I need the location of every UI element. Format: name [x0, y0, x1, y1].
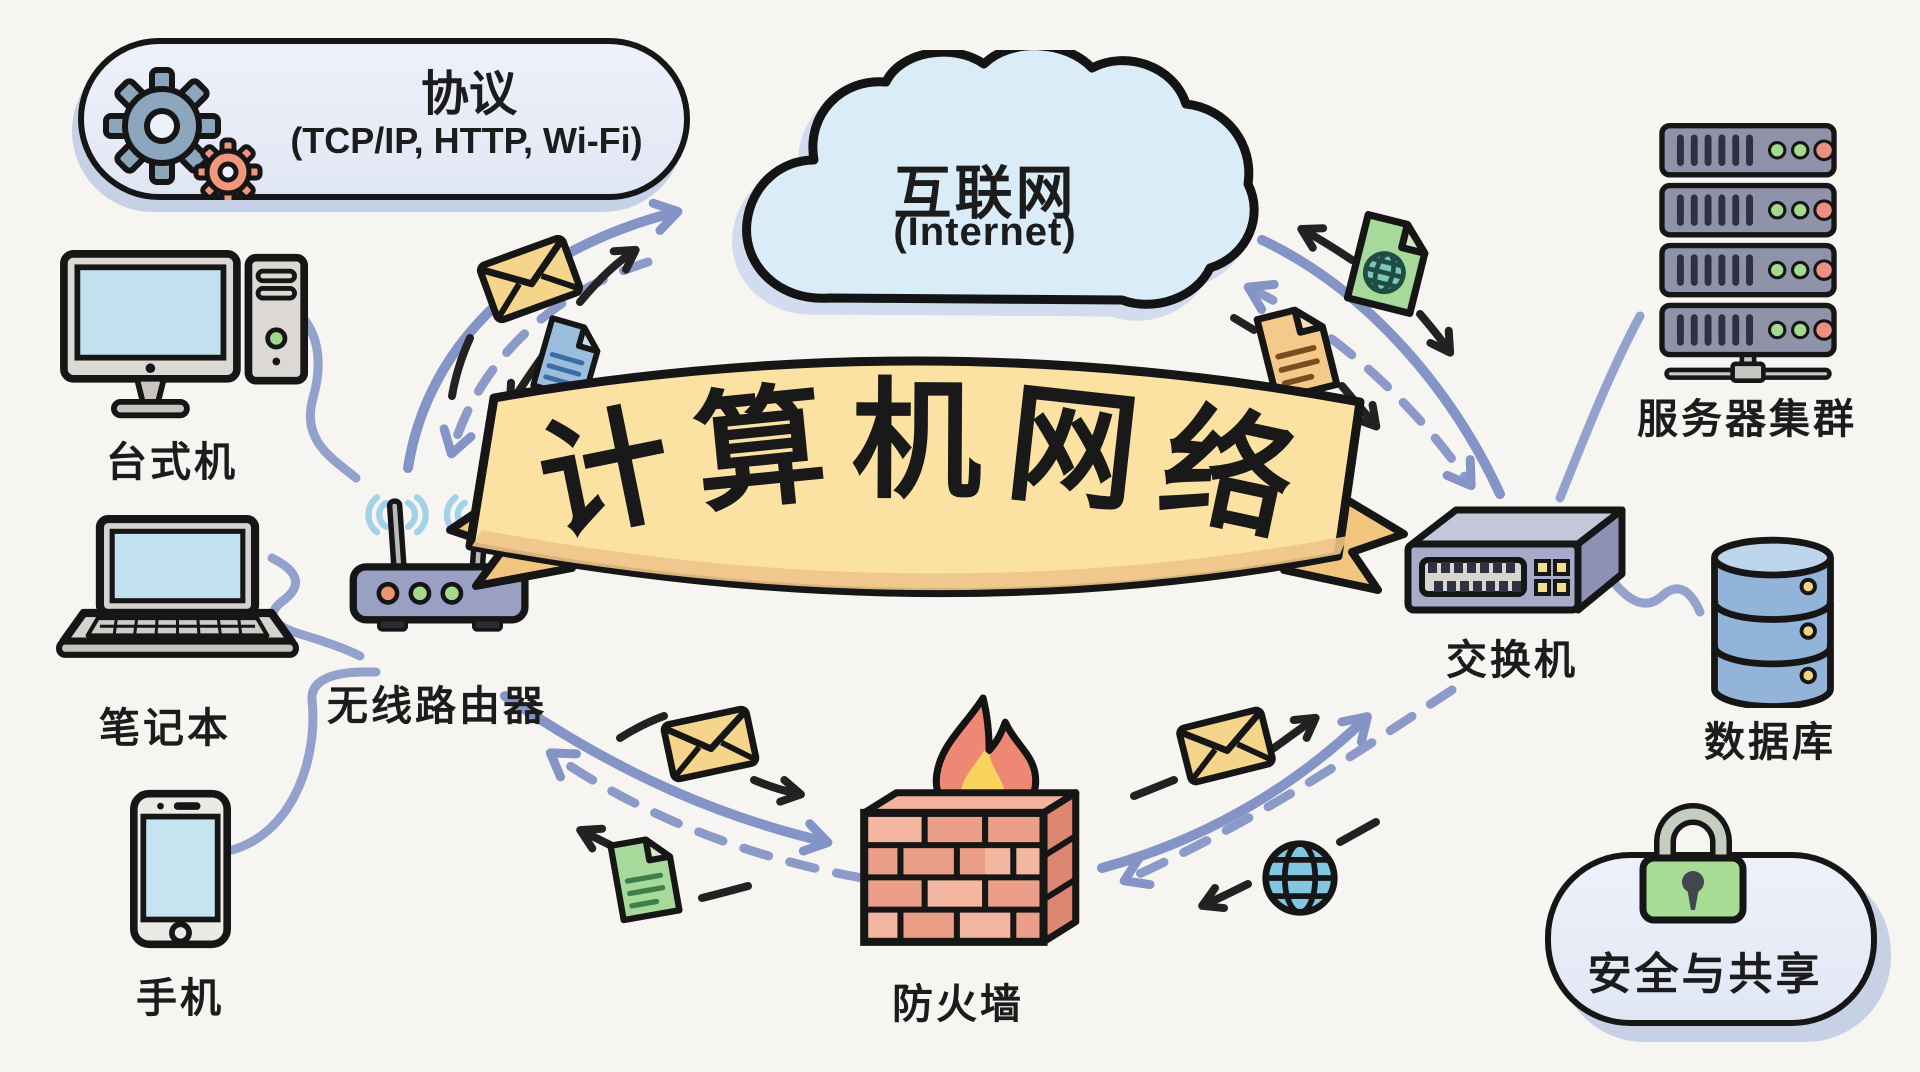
- laptop-label: 笔记本: [99, 705, 231, 751]
- firewall-label: 防火墙: [892, 981, 1024, 1027]
- lock-icon: [1639, 803, 1747, 924]
- cloud-subtitle: (Internet): [893, 210, 1077, 254]
- envelope-icon: [1176, 706, 1276, 786]
- banner-shade: [472, 530, 1348, 591]
- arrow-router-to-firewall: [500, 691, 833, 856]
- database-label: 数据库: [1704, 719, 1836, 765]
- envelope-icon: [476, 234, 584, 324]
- router-label: 无线路由器: [327, 683, 547, 729]
- firewall-icon: [860, 694, 1080, 946]
- link-phone-router: [227, 667, 381, 855]
- banner-band: [465, 356, 1365, 598]
- protocol-pill: 协议 (TCP/IP, HTTP, Wi-Fi): [78, 38, 690, 200]
- arrow-file-up-left: [1297, 224, 1356, 264]
- server-cluster-label: 服务器集群: [1637, 396, 1857, 442]
- phone-label: 手机: [136, 975, 224, 1021]
- database-icon: [1711, 536, 1834, 708]
- desktop-icon: [60, 250, 309, 419]
- stroke-accent-br1: [1130, 776, 1178, 800]
- globe-icon: [1262, 840, 1338, 916]
- desktop-label: 台式机: [106, 439, 238, 485]
- arrow-file-down-right: [1416, 310, 1455, 357]
- stroke-accent-br2: [1336, 818, 1380, 846]
- phone-icon: [129, 789, 232, 949]
- security-label: 安全与共享: [1587, 950, 1823, 999]
- cloud-title: 互联网: [893, 161, 1077, 226]
- gears-icon: [103, 67, 263, 200]
- arrow-cloud-to-router-dashed: [439, 257, 653, 459]
- stroke-accent-bl1: [616, 712, 668, 742]
- protocol-title: 协议: [420, 68, 517, 121]
- switch-label: 交换机: [1446, 637, 1578, 683]
- stroke-accent-left: [448, 334, 474, 400]
- arrow-envelope-right: [750, 776, 805, 806]
- link-switch-database: [1607, 575, 1705, 617]
- server-cluster-icon: [1659, 122, 1837, 383]
- document-blue-icon: [530, 315, 601, 403]
- document-green-icon: [607, 836, 683, 924]
- switch-icon: [1404, 506, 1626, 614]
- stroke-accent-top-right: [1230, 314, 1258, 334]
- arrow-envelope-up-right: [576, 245, 640, 306]
- stroke-accent-bl2: [698, 882, 752, 902]
- arrow-switch-to-firewall-dashed: [1119, 685, 1457, 890]
- arrow-firewall-to-router-dashed: [545, 748, 867, 883]
- envelope-icon: [660, 705, 760, 783]
- arrow-globe-down-left: [1198, 880, 1252, 913]
- link-switch-server: [1555, 311, 1645, 503]
- title-banner: 计算机网络: [446, 356, 1408, 598]
- protocol-subtitle: (TCP/IP, HTTP, Wi-Fi): [290, 120, 643, 161]
- arrow-cloud-switch-dashed: [1243, 279, 1476, 491]
- arrow-envelope-up-right2: [1270, 713, 1320, 752]
- laptop-icon: [56, 515, 299, 658]
